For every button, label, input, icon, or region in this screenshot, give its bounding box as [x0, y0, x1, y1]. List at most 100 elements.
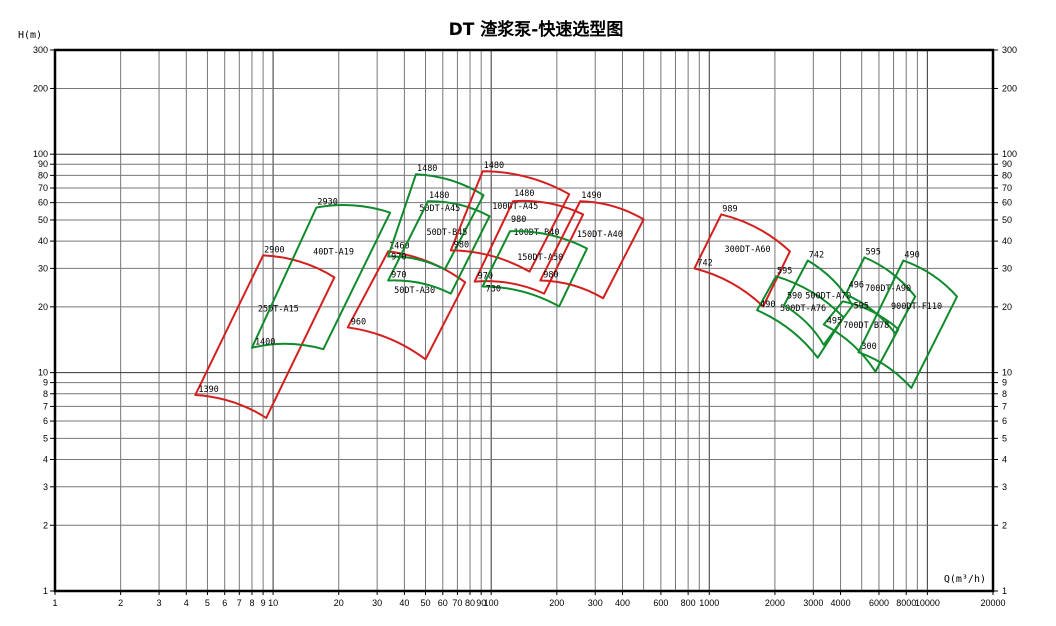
y-tick-label-right: 1 — [1002, 586, 1007, 596]
pump-region-150dt-a50: 150DT-A50 980 730 — [481, 215, 588, 308]
y-tick-label: 8 — [43, 389, 48, 399]
y-tick-label-right: 5 — [1002, 433, 1007, 443]
region-outline — [473, 199, 585, 295]
speed-low-label: 300 — [861, 342, 876, 352]
speed-high-label: 2900 — [264, 245, 284, 255]
model-label: 100DT-A45 — [492, 202, 538, 212]
y-tick-label: 20 — [38, 302, 48, 312]
y-tick-label: 6 — [43, 416, 48, 426]
speed-low-label: 970 — [478, 272, 493, 282]
x-tick-label: 10000 — [915, 598, 940, 608]
speed-low-label: 730 — [486, 284, 501, 294]
y-tick-label-right: 3 — [1002, 482, 1007, 492]
y-tick-label-right: 90 — [1002, 159, 1012, 169]
y-tick-label: 9 — [43, 378, 48, 388]
pump-region-50dt-b45: 50DT-B45 1480 970 — [387, 191, 491, 295]
model-label: 50DT-B45 — [426, 228, 467, 238]
model-label: 150DT-A40 — [577, 230, 623, 240]
x-tick-label: 3000 — [803, 598, 823, 608]
pump-region-300dt-a60: 300DT-A60 989 742 — [693, 204, 791, 308]
plot-frame — [53, 48, 995, 593]
y-tick-label-right: 4 — [1002, 455, 1007, 465]
x-tick-label: 9 — [261, 598, 266, 608]
y-tick-label-right: 70 — [1002, 183, 1012, 193]
pump-region-500dt-a76: 500DT-A76 595 490 — [756, 266, 845, 359]
y-tick-label: 7 — [43, 401, 48, 411]
region-outline — [693, 213, 791, 308]
y-tick-label: 3 — [43, 482, 48, 492]
y-tick-label-right: 300 — [1002, 45, 1017, 55]
region-outline — [822, 300, 900, 373]
model-label: 150DT-A50 — [517, 253, 563, 263]
y-tick-label: 80 — [38, 170, 48, 180]
y-tick-label: 200 — [33, 83, 48, 93]
region-outline — [387, 200, 491, 295]
region-outline — [756, 275, 845, 359]
speed-low-label: 1390 — [198, 385, 218, 395]
y-tick-label: 300 — [33, 45, 48, 55]
model-label: 40DT-A19 — [313, 248, 354, 258]
speed-low-label: 980 — [543, 271, 558, 281]
x-tick-label: 400 — [615, 598, 630, 608]
speed-high-label: 1460 — [389, 241, 409, 251]
speed-high-label: 595 — [854, 301, 869, 311]
x-tick-label: 2 — [118, 598, 123, 608]
x-tick-label: 100 — [484, 598, 499, 608]
y-tick-label-right: 2 — [1002, 520, 1007, 530]
region-outline — [250, 203, 392, 351]
speed-low-label: 590 — [787, 291, 802, 301]
y-tick-label: 50 — [38, 215, 48, 225]
speed-high-label: 1480 — [514, 189, 534, 199]
pump-regions: 25DT-A152900139040DT-A192930140050DT-A30… — [194, 161, 959, 419]
x-tick-label: 2000 — [765, 598, 785, 608]
x-tick-label: 1 — [52, 598, 57, 608]
model-label: 500DT-A76 — [780, 304, 826, 314]
speed-high-label: 980 — [511, 215, 526, 225]
speed-low-label: 496 — [849, 280, 864, 290]
x-tick-label: 80 — [465, 598, 475, 608]
speed-low-label: 490 — [760, 300, 775, 310]
y-tick-label: 1 — [43, 586, 48, 596]
region-outline — [346, 250, 467, 361]
speed-low-label: 960 — [351, 317, 366, 327]
pump-region-100dt-a45: 100DT-A45 1480 980 — [449, 161, 571, 273]
speed-high-label: 742 — [809, 251, 824, 261]
y-tick-label: 70 — [38, 183, 48, 193]
y-tick-label-right: 10 — [1002, 368, 1012, 378]
y-tick-label-right: 100 — [1002, 149, 1017, 159]
model-label: 300DT-A60 — [725, 245, 771, 255]
x-tick-label: 3 — [157, 598, 162, 608]
y-tick-label-right: 30 — [1002, 263, 1012, 273]
speed-high-label: 2930 — [317, 198, 337, 208]
y-tick-label: 90 — [38, 159, 48, 169]
y-tick-label: 2 — [43, 520, 48, 530]
region-outline — [782, 259, 854, 346]
y-tick-label-right: 20 — [1002, 302, 1012, 312]
speed-low-label: 970 — [391, 271, 406, 281]
x-tick-label: 8000 — [896, 598, 916, 608]
x-tick-label: 70 — [452, 598, 462, 608]
x-tick-label: 10 — [268, 598, 278, 608]
x-tick-label: 60 — [438, 598, 448, 608]
x-tick-label: 6 — [222, 598, 227, 608]
chart-title: DT 渣浆泵-快速选型图 — [449, 19, 624, 40]
speed-high-label: 595 — [777, 266, 792, 276]
x-tick-label: 600 — [653, 598, 668, 608]
x-tick-label: 6000 — [869, 598, 889, 608]
region-outline — [449, 170, 571, 273]
speed-low-label: 742 — [697, 258, 712, 268]
model-label: 700DT-B78 — [843, 321, 889, 331]
y-tick-label-right: 40 — [1002, 236, 1012, 246]
speed-low-label: 980 — [454, 240, 469, 250]
x-tick-label: 4 — [184, 598, 189, 608]
y-tick-label-right: 7 — [1002, 401, 1007, 411]
x-tick-label: 800 — [681, 598, 696, 608]
speed-high-label: 1480 — [429, 191, 449, 201]
y-tick-label-right: 6 — [1002, 416, 1007, 426]
speed-high-label: 989 — [722, 204, 737, 214]
